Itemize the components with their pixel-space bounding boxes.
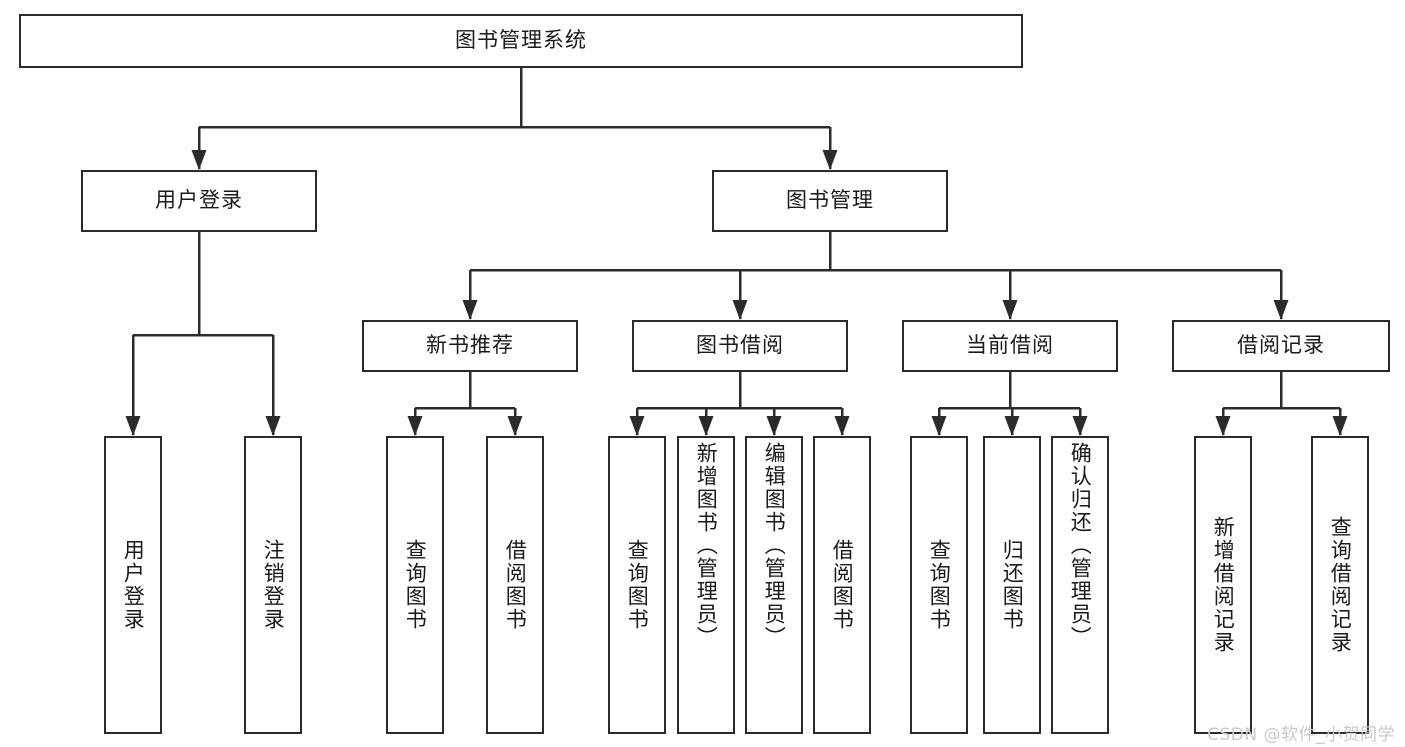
node-label: 查询图书: [625, 539, 650, 631]
node-leaf-cur-query[interactable]: 查询图书: [910, 436, 968, 734]
edge-arrowhead: [191, 150, 207, 170]
edge-arrowhead: [462, 300, 478, 320]
node-label: 注销登录: [261, 539, 286, 631]
node-label: 借阅记录: [1237, 333, 1325, 358]
edge-arrowhead: [1273, 300, 1289, 320]
node-label: 借阅图书: [503, 539, 528, 631]
edge-arrowhead: [629, 416, 645, 436]
edge-arrowhead: [1004, 416, 1020, 436]
node-leaf-cur-confirm[interactable]: 确认归还（管理员）: [1051, 436, 1109, 734]
node-label: 查询图书: [403, 539, 428, 631]
node-label: 归还图书: [1000, 539, 1025, 631]
node-label: 编辑图书（管理员）: [762, 442, 787, 649]
edge-arrowhead: [822, 150, 838, 170]
node-leaf-book-edit[interactable]: 编辑图书（管理员）: [745, 436, 803, 734]
node-current-borrow[interactable]: 当前借阅: [902, 320, 1118, 372]
edge-arrowhead: [407, 416, 423, 436]
edge-arrowhead: [931, 416, 947, 436]
node-leaf-book-borrow[interactable]: 借阅图书: [813, 436, 871, 734]
node-leaf-rec-query2[interactable]: 查询借阅记录: [1311, 436, 1369, 734]
node-leaf-cur-return[interactable]: 归还图书: [983, 436, 1041, 734]
edge-arrowhead: [698, 416, 714, 436]
node-label: 当前借阅: [966, 333, 1054, 358]
edge-arrowhead: [834, 416, 850, 436]
node-label: 用户登录: [121, 539, 146, 631]
edge-arrowhead: [125, 416, 141, 436]
node-label: 新增图书（管理员）: [694, 442, 719, 649]
edge-arrowhead: [507, 416, 523, 436]
node-borrow-record[interactable]: 借阅记录: [1172, 320, 1390, 372]
node-label: 新书推荐: [426, 333, 514, 358]
node-book-manage[interactable]: 图书管理: [712, 170, 948, 232]
node-label: 确认归还（管理员）: [1068, 442, 1093, 649]
node-label: 新增借阅记录: [1211, 516, 1236, 654]
edge-arrowhead: [1072, 416, 1088, 436]
node-leaf-user-login[interactable]: 用户登录: [104, 436, 162, 734]
node-root[interactable]: 图书管理系统: [19, 14, 1023, 68]
node-leaf-borrow-query[interactable]: 查询图书: [608, 436, 666, 734]
edge-arrowhead: [265, 416, 281, 436]
node-label: 借阅图书: [830, 539, 855, 631]
node-leaf-user-logout[interactable]: 注销登录: [244, 436, 302, 734]
edge-arrowhead: [766, 416, 782, 436]
node-label: 用户登录: [155, 188, 243, 213]
node-label: 查询图书: [927, 539, 952, 631]
node-book-borrow[interactable]: 图书借阅: [632, 320, 848, 372]
node-new-book-rec[interactable]: 新书推荐: [362, 320, 578, 372]
edge-arrowhead: [1002, 300, 1018, 320]
node-leaf-book-add[interactable]: 新增图书（管理员）: [677, 436, 735, 734]
node-leaf-rec-add[interactable]: 新增借阅记录: [1194, 436, 1252, 734]
node-user-login[interactable]: 用户登录: [81, 170, 317, 232]
node-label: 图书管理系统: [455, 28, 587, 53]
node-leaf-rec-borrow[interactable]: 借阅图书: [486, 436, 544, 734]
node-label: 查询借阅记录: [1328, 516, 1353, 654]
edge-arrowhead: [732, 300, 748, 320]
edge-arrowhead: [1332, 416, 1348, 436]
edge-arrowhead: [1215, 416, 1231, 436]
watermark-label: CSDN @软件_小贺同学: [1207, 725, 1395, 745]
node-label: 图书管理: [786, 188, 874, 213]
node-leaf-rec-query[interactable]: 查询图书: [386, 436, 444, 734]
node-label: 图书借阅: [696, 333, 784, 358]
